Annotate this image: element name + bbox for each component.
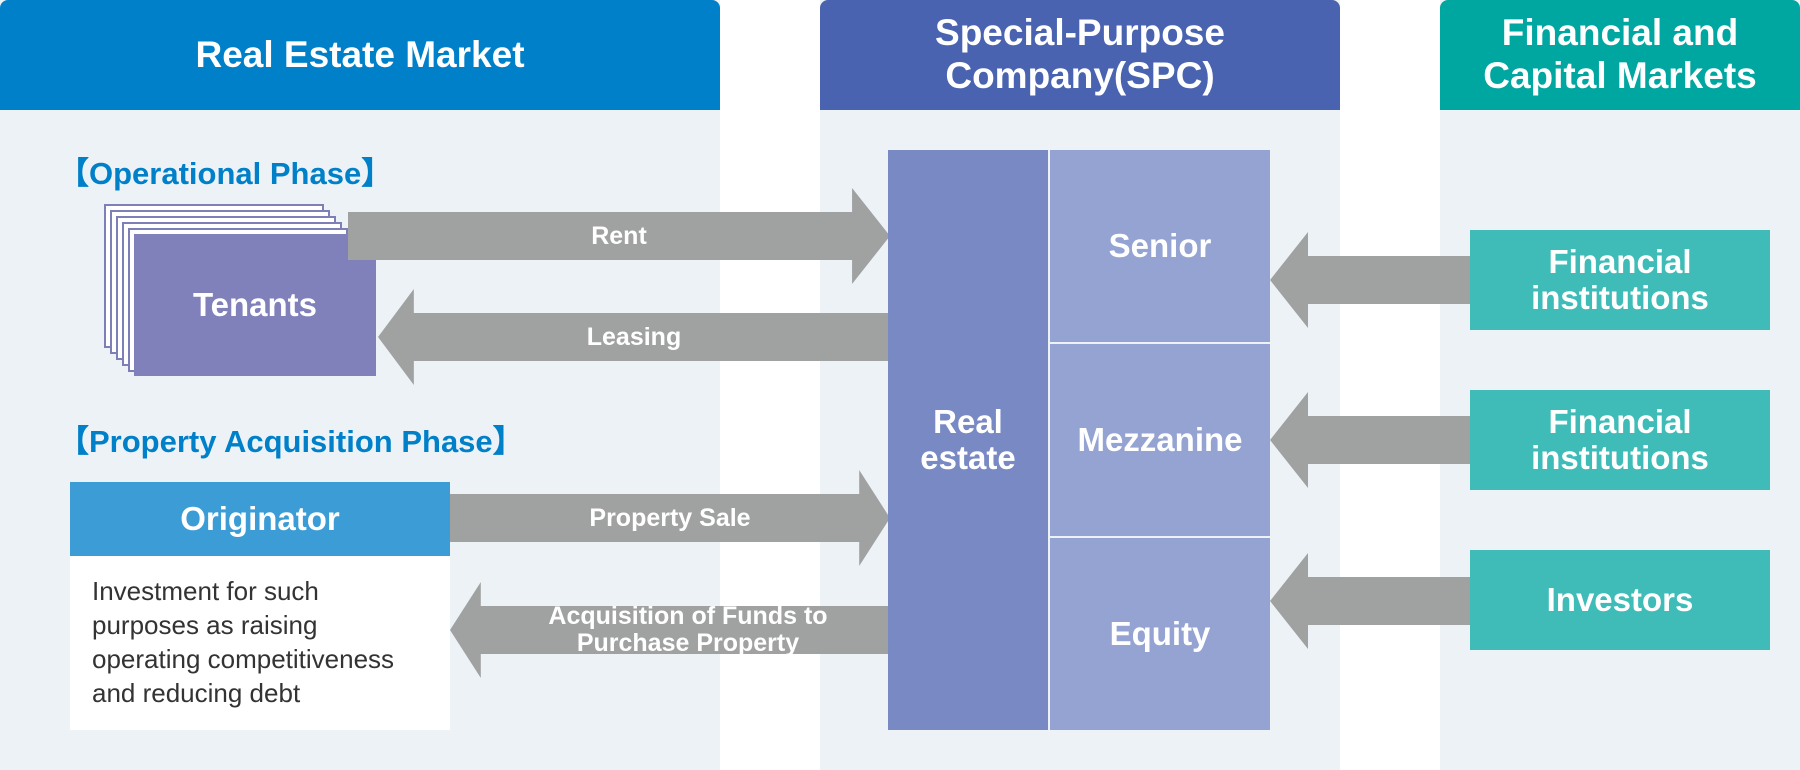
property-sale-label: Property Sale: [589, 503, 751, 532]
originator-description: Investment for such purposes as raising …: [70, 556, 450, 730]
financial-markets-column: [1440, 0, 1800, 770]
real-estate-market-header: Real Estate Market: [0, 0, 720, 110]
originator-header: Originator: [70, 482, 450, 556]
financial-markets-header: Financial and Capital Markets: [1440, 0, 1800, 110]
leasing-label: Leasing: [586, 322, 682, 351]
provider-senior-label: Financial institutions: [1531, 243, 1709, 316]
provider-equity-label: Investors: [1546, 581, 1694, 618]
provider-mezzanine-label: Financial institutions: [1531, 403, 1709, 476]
acquisition-phase-title: 【Property Acquisition Phase】: [58, 424, 524, 459]
real-estate-label: Real estate: [920, 403, 1016, 476]
tranche-equity: Equity: [1050, 538, 1270, 730]
acquisition-funds-label: Acquisition of Funds to Purchase Propert…: [548, 602, 828, 657]
rent-label: Rent: [591, 221, 647, 250]
real-estate-box: Real estate: [888, 150, 1048, 730]
provider-senior: Financial institutions: [1470, 230, 1770, 330]
spc-header: Special-Purpose Company(SPC): [820, 0, 1340, 110]
tenants-box: Tenants: [134, 234, 376, 376]
operational-phase-title: 【Operational Phase】: [58, 156, 393, 191]
tranche-mezzanine: Mezzanine: [1050, 344, 1270, 536]
provider-mezzanine: Financial institutions: [1470, 390, 1770, 490]
provider-equity: Investors: [1470, 550, 1770, 650]
tranche-senior: Senior: [1050, 150, 1270, 342]
